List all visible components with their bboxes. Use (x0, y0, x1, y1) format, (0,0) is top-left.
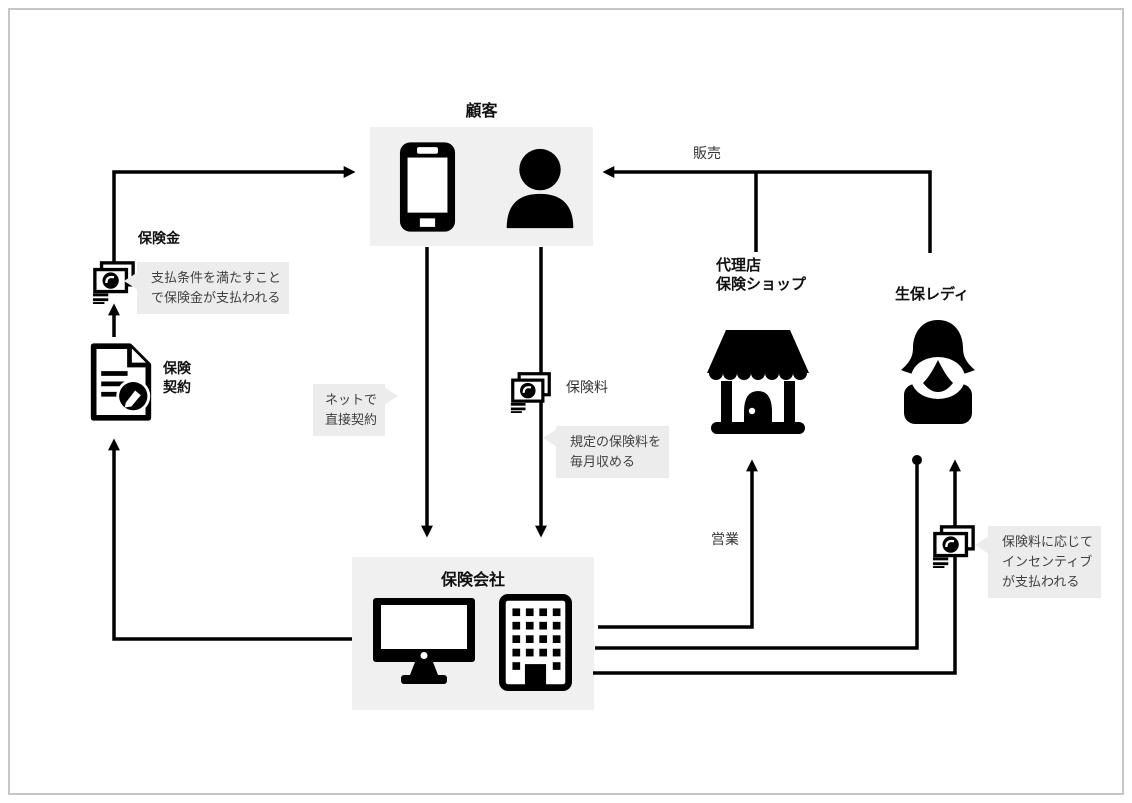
sales-edge-label: 販売 (693, 145, 721, 161)
insurance-money-label: 保険金 (138, 230, 180, 246)
callout-tail (975, 536, 989, 554)
insurance-contract-label: 保険 契約 (163, 360, 191, 395)
arrow-money-to-customer (112, 166, 356, 266)
line-company-to-lady (595, 464, 919, 650)
net-contract-callout: ネットで 直接契約 (313, 384, 399, 436)
arrow-company-to-contract (108, 438, 352, 641)
premium-monthly-callout: 規定の保険料を 毎月収める (543, 426, 670, 478)
arrow-company-to-lady-incentive (593, 459, 961, 675)
woman-icon (896, 316, 980, 424)
callout-tail (543, 429, 557, 447)
business-edge-label: 営業 (711, 531, 739, 547)
canvas-border (8, 8, 1124, 795)
arrow-company-to-agency (598, 459, 758, 629)
sales-lady-label: 生保レディ (895, 286, 969, 303)
person-icon (504, 146, 576, 231)
store-icon (706, 328, 810, 434)
smartphone-icon (399, 141, 456, 233)
money-icon (932, 524, 976, 568)
insurance-company-label: 保険会社 (440, 572, 505, 589)
callout-tail (124, 272, 138, 290)
contract-document-icon (88, 342, 154, 422)
money-icon (510, 371, 552, 413)
office-building-icon (499, 594, 572, 691)
customer-label: 顧客 (465, 103, 498, 120)
agency-label: 代理店 保険ショップ (716, 257, 807, 293)
incentive-callout: 保険料に応じて インセンティブ が支払われる (975, 526, 1102, 598)
payout-condition-callout: 支払条件を満たすこと で保険金が支払われる (124, 262, 290, 314)
monitor-icon (372, 597, 476, 688)
arrow-sales-to-customer (602, 166, 932, 253)
callout-tail (384, 387, 399, 405)
line-endpoint-dot (912, 455, 922, 465)
premium-label: 保険料 (566, 379, 608, 395)
